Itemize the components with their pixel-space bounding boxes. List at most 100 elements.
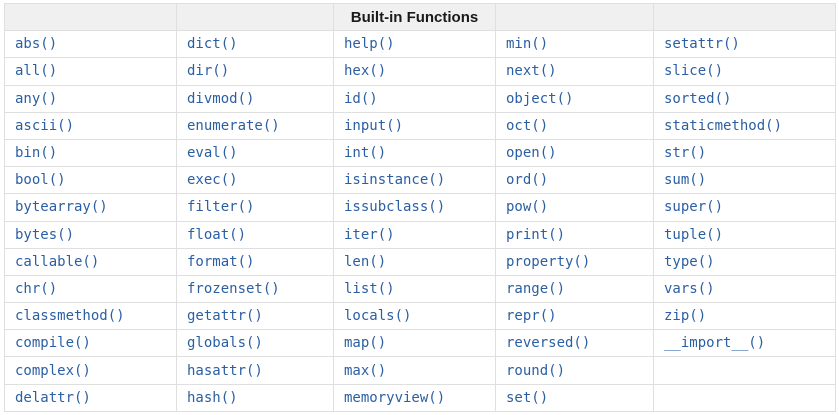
function-link[interactable]: min() — [506, 36, 549, 53]
builtin-functions-table: Built-in Functions abs() dict() help() m… — [4, 2, 836, 412]
function-cell: staticmethod() — [653, 111, 836, 140]
function-link[interactable]: float() — [187, 226, 247, 243]
function-cell: locals() — [333, 302, 496, 331]
function-cell: float() — [176, 220, 334, 249]
function-link[interactable]: oct() — [506, 117, 549, 134]
function-link[interactable]: id() — [344, 90, 378, 107]
function-link[interactable]: max() — [344, 362, 387, 379]
function-link[interactable]: next() — [506, 63, 557, 80]
function-cell: setattr() — [653, 30, 836, 59]
function-link[interactable]: object() — [506, 90, 574, 107]
function-link[interactable]: dict() — [187, 36, 238, 53]
function-cell: compile() — [4, 329, 177, 358]
function-link[interactable]: all() — [15, 63, 58, 80]
function-link[interactable]: bytes() — [15, 226, 75, 243]
function-link[interactable]: __import__() — [664, 335, 766, 352]
function-link[interactable]: locals() — [344, 308, 412, 325]
function-link[interactable]: type() — [664, 253, 715, 270]
function-cell: bool() — [4, 166, 177, 195]
function-link[interactable]: isinstance() — [344, 172, 446, 189]
function-link[interactable]: super() — [664, 199, 724, 216]
function-link[interactable]: ascii() — [15, 117, 75, 134]
table-row: delattr() hash() memoryview() set() — [4, 383, 836, 412]
function-link[interactable]: globals() — [187, 335, 263, 352]
function-link[interactable]: ord() — [506, 172, 549, 189]
function-cell: divmod() — [176, 84, 334, 113]
function-link[interactable]: getattr() — [187, 308, 263, 325]
function-link[interactable]: range() — [506, 280, 566, 297]
function-cell: ascii() — [4, 111, 177, 140]
function-link[interactable]: slice() — [664, 63, 724, 80]
function-link[interactable]: bin() — [15, 145, 58, 162]
function-link[interactable]: open() — [506, 145, 557, 162]
function-link[interactable]: compile() — [15, 335, 91, 352]
table-row: all() dir() hex() next() slice() — [4, 57, 836, 86]
function-link[interactable]: set() — [506, 389, 549, 406]
function-link[interactable]: pow() — [506, 199, 549, 216]
function-link[interactable]: any() — [15, 90, 58, 107]
function-link[interactable]: callable() — [15, 253, 100, 270]
function-cell: sum() — [653, 166, 836, 195]
function-link[interactable]: list() — [344, 280, 395, 297]
function-link[interactable]: eval() — [187, 145, 238, 162]
function-link[interactable]: setattr() — [664, 36, 740, 53]
function-cell: any() — [4, 84, 177, 113]
table-row: callable() format() len() property() typ… — [4, 247, 836, 276]
function-cell: iter() — [333, 220, 496, 249]
function-link[interactable]: hash() — [187, 389, 238, 406]
function-link[interactable]: print() — [506, 226, 566, 243]
function-link[interactable]: round() — [506, 362, 566, 379]
function-cell: int() — [333, 138, 496, 168]
function-link[interactable]: complex() — [15, 362, 91, 379]
function-cell: abs() — [4, 30, 177, 59]
function-link[interactable]: help() — [344, 36, 395, 53]
function-link[interactable]: issubclass() — [344, 199, 446, 216]
function-link[interactable]: divmod() — [187, 90, 255, 107]
function-cell: globals() — [176, 329, 334, 358]
function-link[interactable]: classmethod() — [15, 308, 125, 325]
function-link[interactable]: memoryview() — [344, 389, 446, 406]
function-link[interactable]: reversed() — [506, 335, 591, 352]
function-link[interactable]: bytearray() — [15, 199, 108, 216]
function-cell: frozenset() — [176, 274, 334, 304]
function-cell: id() — [333, 84, 496, 113]
function-link[interactable]: enumerate() — [187, 117, 280, 134]
function-link[interactable]: len() — [344, 253, 387, 270]
function-cell: vars() — [653, 274, 836, 304]
header-cell-empty-4 — [495, 2, 654, 32]
function-cell: range() — [495, 274, 654, 304]
function-link[interactable]: zip() — [664, 308, 707, 325]
function-cell: ord() — [495, 166, 654, 195]
function-cell: oct() — [495, 111, 654, 140]
function-link[interactable]: input() — [344, 117, 404, 134]
function-link[interactable]: abs() — [15, 36, 58, 53]
function-cell: map() — [333, 329, 496, 358]
function-link[interactable]: frozenset() — [187, 280, 280, 297]
function-link[interactable]: hasattr() — [187, 362, 263, 379]
function-link[interactable]: bool() — [15, 172, 66, 189]
function-link[interactable]: int() — [344, 145, 387, 162]
function-link[interactable]: staticmethod() — [664, 117, 783, 134]
function-link[interactable]: map() — [344, 335, 387, 352]
function-link[interactable]: chr() — [15, 280, 58, 297]
function-link[interactable]: hex() — [344, 63, 387, 80]
function-link[interactable]: dir() — [187, 63, 230, 80]
function-link[interactable]: iter() — [344, 226, 395, 243]
function-link[interactable]: sum() — [664, 172, 707, 189]
function-cell: issubclass() — [333, 193, 496, 222]
function-cell: set() — [495, 383, 654, 412]
function-link[interactable]: format() — [187, 253, 255, 270]
function-cell: slice() — [653, 57, 836, 86]
function-cell: dict() — [176, 30, 334, 59]
function-link[interactable]: tuple() — [664, 226, 724, 243]
function-link[interactable]: str() — [664, 145, 707, 162]
function-link[interactable]: sorted() — [664, 90, 732, 107]
table-row: bytes() float() iter() print() tuple() — [4, 220, 836, 249]
function-link[interactable]: property() — [506, 253, 591, 270]
function-link[interactable]: repr() — [506, 308, 557, 325]
function-link[interactable]: delattr() — [15, 389, 91, 406]
function-link[interactable]: filter() — [187, 199, 255, 216]
function-link[interactable]: exec() — [187, 172, 238, 189]
function-link[interactable]: vars() — [664, 280, 715, 297]
